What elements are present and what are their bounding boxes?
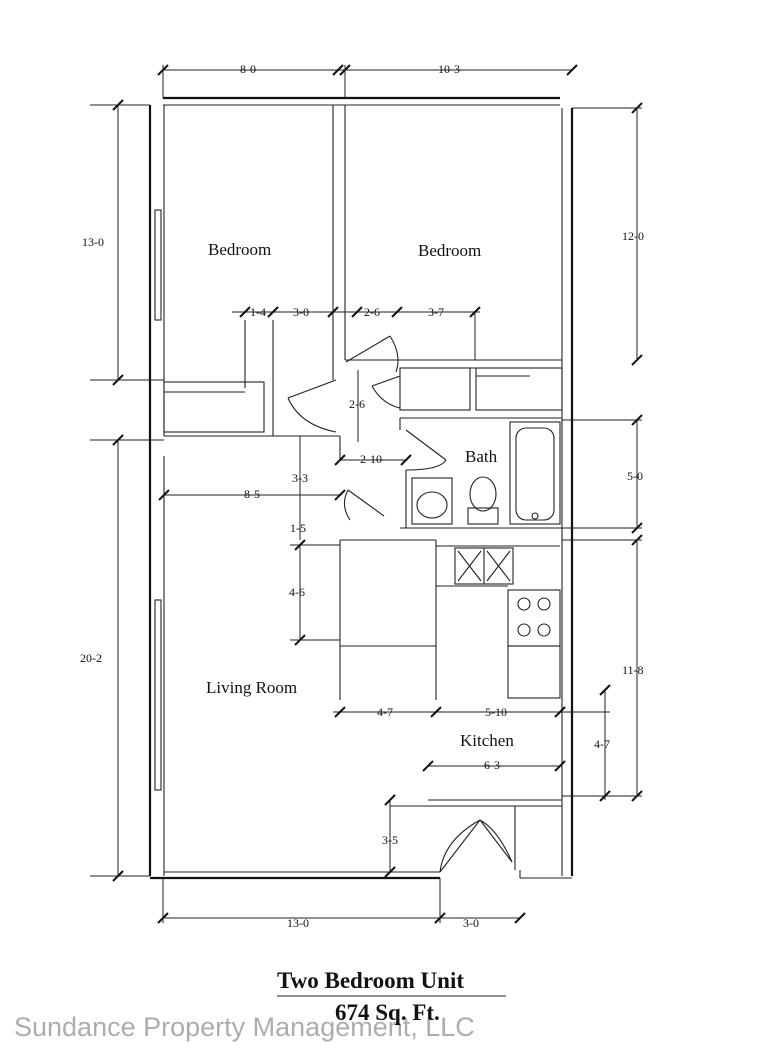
- dim-top-left: 8-0: [240, 62, 256, 76]
- dim-kitchen-height: 11-8: [622, 663, 644, 677]
- dimension-labels: 8-0 10-3 13-0 12-0 1-4 3-0 2-6 3-7 2-6 2…: [80, 62, 644, 930]
- dim-left-bedroom: 13-0: [82, 235, 104, 249]
- room-label-bath: Bath: [465, 447, 498, 466]
- dim-hall-vertical: 2-6: [349, 397, 365, 411]
- dim-entry-height: 3-5: [382, 833, 398, 847]
- dim-storage-height: 4-6: [289, 585, 305, 599]
- dim-bottom-left: 13-0: [287, 916, 309, 930]
- dim-living-step: 1-5: [290, 521, 306, 535]
- room-label-bedroom-right: Bedroom: [418, 241, 481, 260]
- dim-living-upper: 8-5: [244, 487, 260, 501]
- dim-storage-width: 4-7: [377, 705, 393, 719]
- dim-hall-left: 3-3: [292, 471, 308, 485]
- dim-kitchen-width: 5-10: [485, 705, 507, 719]
- dim-closet-b: 3-0: [293, 305, 309, 319]
- dimension-lines: [90, 64, 643, 924]
- dim-closet-a: 1-4: [250, 305, 266, 319]
- dim-right-bedroom: 12-0: [622, 229, 644, 243]
- dim-living-height: 20-2: [80, 651, 102, 665]
- plan-title: Two Bedroom Unit: [277, 968, 464, 993]
- room-label-bedroom-left: Bedroom: [208, 240, 271, 259]
- doors: [287, 335, 513, 873]
- dim-kitchen-lower-width: 6-3: [484, 758, 500, 772]
- room-label-kitchen: Kitchen: [460, 731, 514, 750]
- dim-kitchen-lower-height: 4-7: [594, 737, 610, 751]
- dim-hall-width: 2-10: [360, 452, 382, 466]
- room-label-living-room: Living Room: [206, 678, 297, 697]
- walls: [148, 96, 574, 880]
- plan-area: 674 Sq. Ft.: [335, 1000, 440, 1025]
- dim-closet-d: 3-7: [428, 305, 444, 319]
- dim-closet-c: 2-6: [364, 305, 380, 319]
- dim-bottom-entry: 3-0: [463, 916, 479, 930]
- dim-bath-height: 5-0: [627, 469, 643, 483]
- watermark: Sundance Property Management, LLC: [14, 1012, 475, 1042]
- dim-top-right: 10-3: [438, 62, 460, 76]
